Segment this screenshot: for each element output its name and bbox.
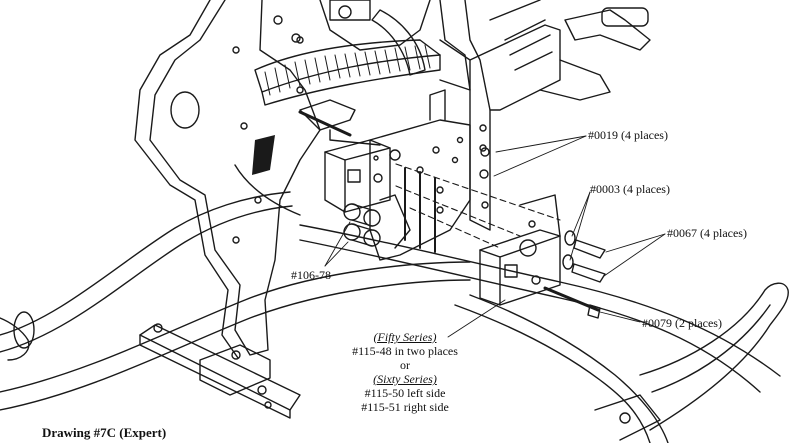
or-text: or	[400, 358, 410, 372]
callout-106-78: #106-78	[291, 268, 331, 282]
fifty-series-heading: (Fifty Series)	[373, 330, 437, 344]
fifty-series-part: #115-48 in two places	[352, 344, 458, 358]
right-upright-plate	[439, 0, 651, 231]
spacer-106-78	[343, 203, 381, 247]
hardware-bolts	[395, 147, 606, 319]
left-mounting-block	[324, 139, 391, 213]
callout-0079: #0079 (2 places)	[642, 316, 722, 330]
sixty-series-right: #115-51 right side	[361, 400, 449, 414]
right-mounting-block	[479, 194, 561, 306]
callout-0067: #0067 (4 places)	[667, 226, 747, 240]
base-rail	[139, 323, 301, 419]
callout-0003: #0003 (4 places)	[590, 182, 670, 196]
series-note: (Fifty Series) #115-48 in two places or …	[330, 330, 480, 414]
left-upright-plate	[134, 0, 352, 359]
sixty-series-left: #115-50 left side	[364, 386, 446, 400]
sixty-series-heading: (Sixty Series)	[373, 372, 437, 386]
callout-0019: #0019 (4 places)	[588, 128, 668, 142]
gear-housing	[254, 0, 471, 131]
drawing-title: Drawing #7C (Expert)	[42, 425, 167, 440]
center-plate	[329, 89, 471, 261]
leader-lines	[324, 135, 666, 338]
